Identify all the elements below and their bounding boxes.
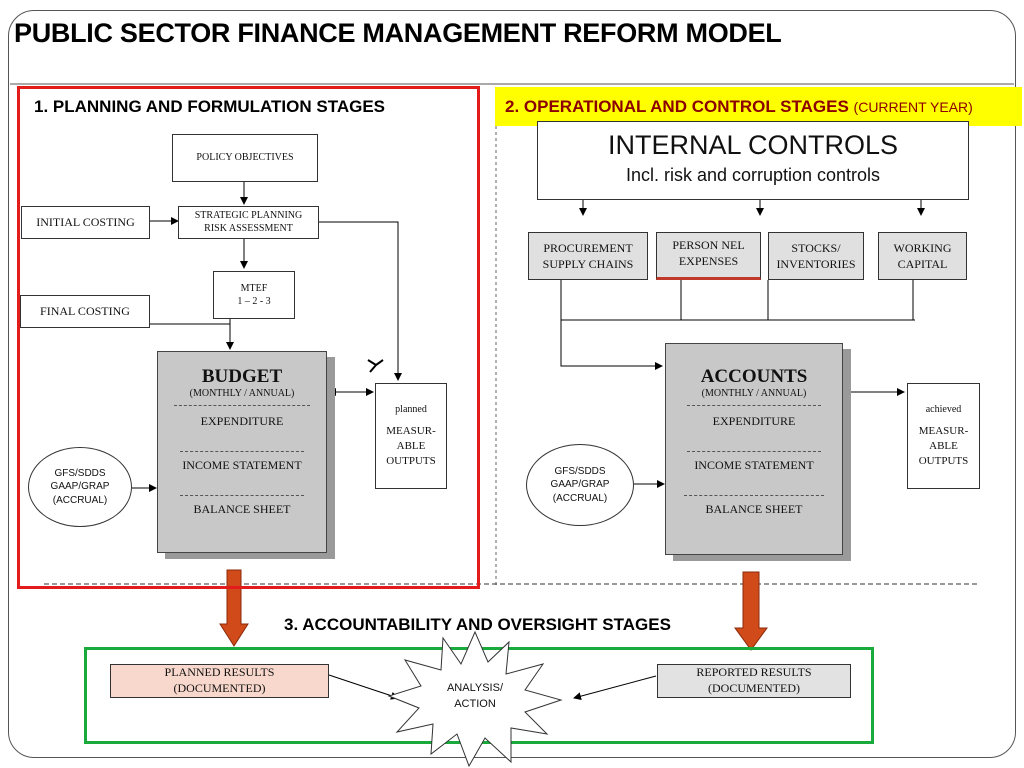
stage2-heading-main: 2. OPERATIONAL AND CONTROL STAGES bbox=[505, 97, 849, 116]
analysis-starburst bbox=[387, 630, 563, 768]
accounts-income-statement: INCOME STATEMENT bbox=[694, 458, 814, 472]
area-stocks-line: INVENTORIES bbox=[776, 257, 856, 271]
strategic-planning-box: STRATEGIC PLANNING RISK ASSESSMENT bbox=[178, 206, 319, 239]
down-arrow-accounts bbox=[734, 571, 768, 651]
area-capital-line: WORKING bbox=[893, 240, 952, 255]
mtef-label: MTEF bbox=[240, 282, 268, 294]
budget-box: BUDGET (MONTHLY / ANNUAL) EXPENDITURE IN… bbox=[157, 351, 327, 553]
achieved-label: achieved bbox=[925, 403, 962, 415]
analysis-label: ANALYSIS/ ACTION bbox=[425, 681, 525, 713]
standards-line: GAAP/GRAP bbox=[50, 481, 110, 493]
reported-results-box: REPORTED RESULTS (DOCUMENTED) bbox=[657, 664, 851, 698]
stage1-border bbox=[17, 86, 480, 589]
accounts-balance-sheet: BALANCE SHEET bbox=[705, 502, 803, 516]
planned-results-box: PLANNED RESULTS (DOCUMENTED) bbox=[110, 664, 329, 698]
accounts-divider bbox=[687, 405, 821, 406]
budget-divider bbox=[180, 451, 304, 452]
planned-outputs-line: MEASUR- bbox=[386, 425, 436, 438]
area-stocks-line: STOCKS/ bbox=[791, 240, 841, 255]
initial-costing-box: INITIAL COSTING bbox=[21, 206, 150, 239]
standards-ellipse-planning: GFS/SDDS GAAP/GRAP (ACCRUAL) bbox=[28, 447, 132, 527]
budget-expenditure: EXPENDITURE bbox=[200, 414, 284, 428]
stage2-heading-suffix: (CURRENT YEAR) bbox=[853, 99, 973, 115]
achieved-outputs-box: achieved MEASUR- ABLE OUTPUTS bbox=[907, 383, 980, 489]
arrow-planned-to-analysis bbox=[328, 674, 399, 700]
internal-controls-subtitle: Incl. risk and corruption controls bbox=[625, 165, 881, 186]
standards-line: GAAP/GRAP bbox=[550, 479, 610, 491]
standards-ellipse-operational: GFS/SDDS GAAP/GRAP (ACCRUAL) bbox=[526, 444, 634, 526]
budget-balance-sheet: BALANCE SHEET bbox=[193, 502, 291, 516]
area-procurement-box: PROCUREMENT SUPPLY CHAINS bbox=[528, 232, 648, 280]
page-title: PUBLIC SECTOR FINANCE MANAGEMENT REFORM … bbox=[14, 18, 782, 48]
cursor-glyph bbox=[367, 359, 384, 373]
accounts-heading: ACCOUNTS bbox=[700, 366, 808, 387]
budget-income-statement: INCOME STATEMENT bbox=[182, 458, 302, 472]
final-costing-label: FINAL COSTING bbox=[40, 304, 130, 319]
planned-label: planned bbox=[395, 403, 427, 415]
planned-results-line: PLANNED RESULTS bbox=[164, 665, 275, 680]
area-personnel-line: PERSON NEL bbox=[672, 238, 745, 252]
down-arrow-budget bbox=[219, 569, 249, 647]
slide-frame bbox=[8, 10, 1016, 758]
budget-period: (MONTHLY / ANNUAL) bbox=[189, 388, 295, 399]
planned-outputs-box: planned MEASUR- ABLE OUTPUTS bbox=[375, 383, 447, 489]
standards-line: GFS/SDDS bbox=[54, 467, 106, 479]
risk-assessment-label: RISK ASSESSMENT bbox=[204, 222, 293, 234]
area-personnel-box: PERSON NEL EXPENSES bbox=[656, 232, 761, 280]
arrow-strategic-to-outputs bbox=[318, 221, 402, 381]
area-procurement-line: PROCUREMENT bbox=[543, 240, 633, 255]
policy-objectives-box: POLICY OBJECTIVES bbox=[172, 134, 318, 182]
planned-outputs-line: OUTPUTS bbox=[386, 455, 436, 468]
stage2-heading-highlight bbox=[495, 87, 1022, 126]
planned-results-line: (DOCUMENTED) bbox=[173, 681, 266, 695]
area-personnel-line: EXPENSES bbox=[678, 254, 739, 269]
budget-heading: BUDGET bbox=[201, 366, 283, 387]
accounts-period: (MONTHLY / ANNUAL) bbox=[701, 388, 807, 399]
mtef-box: MTEF 1 – 2 - 3 bbox=[213, 271, 295, 319]
reported-results-line: REPORTED RESULTS bbox=[696, 665, 812, 680]
policy-objectives-label: POLICY OBJECTIVES bbox=[196, 152, 294, 164]
stage3-heading: 3. ACCOUNTABILITY AND OVERSIGHT STAGES bbox=[284, 615, 671, 634]
planned-outputs-line: ABLE bbox=[396, 440, 426, 453]
stage2-heading: 2. OPERATIONAL AND CONTROL STAGES (CURRE… bbox=[505, 97, 973, 117]
final-costing-box: FINAL COSTING bbox=[20, 295, 150, 328]
achieved-outputs-line: OUTPUTS bbox=[918, 455, 969, 468]
mtef-years: 1 – 2 - 3 bbox=[237, 296, 271, 307]
accounts-divider bbox=[684, 495, 824, 496]
stage1-heading: 1. PLANNING AND FORMULATION STAGES bbox=[34, 97, 386, 116]
analysis-line: ANALYSIS/ bbox=[446, 682, 504, 694]
area-stocks-box: STOCKS/ INVENTORIES bbox=[768, 232, 864, 280]
achieved-outputs-line: MEASUR- bbox=[918, 425, 969, 438]
standards-line: GFS/SDDS bbox=[554, 465, 606, 477]
area-procurement-line: SUPPLY CHAINS bbox=[542, 257, 634, 271]
budget-divider bbox=[180, 495, 304, 496]
area-capital-box: WORKING CAPITAL bbox=[878, 232, 967, 280]
initial-costing-label: INITIAL COSTING bbox=[36, 215, 135, 230]
strategic-planning-label: STRATEGIC PLANNING bbox=[194, 210, 303, 221]
achieved-outputs-line: ABLE bbox=[929, 440, 958, 453]
arrow-reported-to-analysis bbox=[573, 675, 657, 701]
standards-line: (ACCRUAL) bbox=[552, 492, 608, 504]
arrow-areas-to-accounts bbox=[560, 320, 663, 370]
accounts-box: ACCOUNTS (MONTHLY / ANNUAL) EXPENDITURE … bbox=[665, 343, 843, 555]
standards-line: (ACCRUAL) bbox=[52, 494, 108, 506]
internal-controls-title: INTERNAL CONTROLS bbox=[607, 130, 899, 160]
accounts-divider bbox=[687, 451, 821, 452]
budget-divider bbox=[174, 405, 310, 406]
area-capital-line: CAPITAL bbox=[897, 257, 948, 271]
reported-results-line: (DOCUMENTED) bbox=[708, 681, 800, 695]
accounts-expenditure: EXPENDITURE bbox=[712, 414, 796, 428]
analysis-line: ACTION bbox=[454, 697, 496, 710]
internal-controls-box: INTERNAL CONTROLS Incl. risk and corrupt… bbox=[537, 121, 969, 200]
